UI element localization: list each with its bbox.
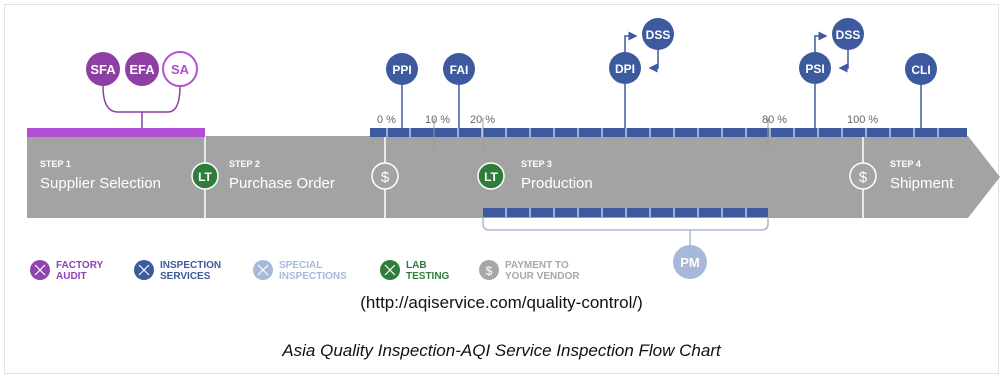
legend-lab-testing-line1: LAB [406,260,427,271]
sa-node [162,51,198,87]
step1-number: STEP 1 [40,159,71,169]
payment-icon [479,260,499,280]
ppi-label: PPI [392,63,411,77]
legend-payment-line1: PAYMENT TO [505,260,569,271]
pm-bracket [482,217,769,246]
step4-number: STEP 4 [890,159,921,169]
legend-special-inspections: SPECIAL INSPECTIONS [253,260,347,282]
lab-test-marker-2-label: LT [484,170,498,184]
factory-audit-bar [27,128,205,137]
dss-arrows [624,31,849,73]
sfa-label: SFA [90,62,116,77]
process-band [27,136,1000,218]
legend-special-inspections-line1: SPECIAL [279,260,322,271]
legend-payment-line2: YOUR VENDOR [505,271,580,282]
ppi-node [386,53,418,85]
legend-factory-audit: FACTORY AUDIT [30,260,104,282]
legend-inspection-services-line1: INSPECTION [160,260,221,271]
tick-label-0: 0 % [377,114,396,126]
dpi-label: DPI [615,62,635,76]
step1-title: Supplier Selection [40,175,161,192]
legend: FACTORY AUDIT INSPECTION SERVICES SPECIA… [30,260,580,282]
fai-node [443,53,475,85]
payment-icon-glyph: $ [486,264,493,278]
legend-lab-testing: LAB TESTING [380,260,450,282]
tick-label-80: 80 % [762,114,787,126]
efa-node [125,52,159,86]
payment-marker-1-icon: $ [381,169,390,186]
psi-node [799,52,831,84]
dss-node-2 [832,18,864,50]
tick-label-100: 100 % [847,114,878,126]
dss-label-1: DSS [646,28,671,42]
inspection-timeline-bar [370,128,967,137]
dss-label-2: DSS [836,28,861,42]
factory-audit-bracket [102,85,181,128]
dpi-node [609,52,641,84]
payment-marker-2 [849,162,877,190]
figure-caption: Asia Quality Inspection-AQI Service Insp… [282,341,721,360]
step4-title: Shipment [890,175,954,192]
percent-tick-marks [433,118,769,150]
lab-test-marker-1-label: LT [198,170,212,184]
fai-label: FAI [450,63,469,77]
lab-test-marker-2 [477,162,505,190]
source-url: (http://aqiservice.com/quality-control/) [360,293,643,312]
step2-number: STEP 2 [229,159,260,169]
legend-lab-testing-line2: TESTING [406,271,450,282]
legend-inspection-services-line2: SERVICES [160,271,211,282]
step3-title: Production [521,175,593,192]
step2-title: Purchase Order [229,175,335,192]
payment-marker-1 [371,162,399,190]
legend-factory-audit-line2: AUDIT [56,271,87,282]
step3-number: STEP 3 [521,159,552,169]
efa-label: EFA [129,62,155,77]
pm-label: PM [680,255,700,270]
legend-payment: $ PAYMENT TO YOUR VENDOR [479,260,580,282]
legend-special-inspections-line2: INSPECTIONS [279,271,347,282]
tick-label-20: 20 % [470,114,495,126]
tick-label-10: 10 % [425,114,450,126]
pm-bar-ticks [505,208,747,217]
pm-node [673,245,707,279]
legend-factory-audit-line1: FACTORY [56,260,104,271]
sa-label: SA [171,62,190,77]
cli-label: CLI [911,63,930,77]
cli-node [905,53,937,85]
lab-test-marker-1 [191,162,219,190]
psi-label: PSI [805,62,824,76]
inspection-connectors [401,84,922,128]
payment-marker-2-icon: $ [859,169,868,186]
dss-node-1 [642,18,674,50]
legend-inspection-services: INSPECTION SERVICES [134,260,221,282]
sfa-node [86,52,120,86]
